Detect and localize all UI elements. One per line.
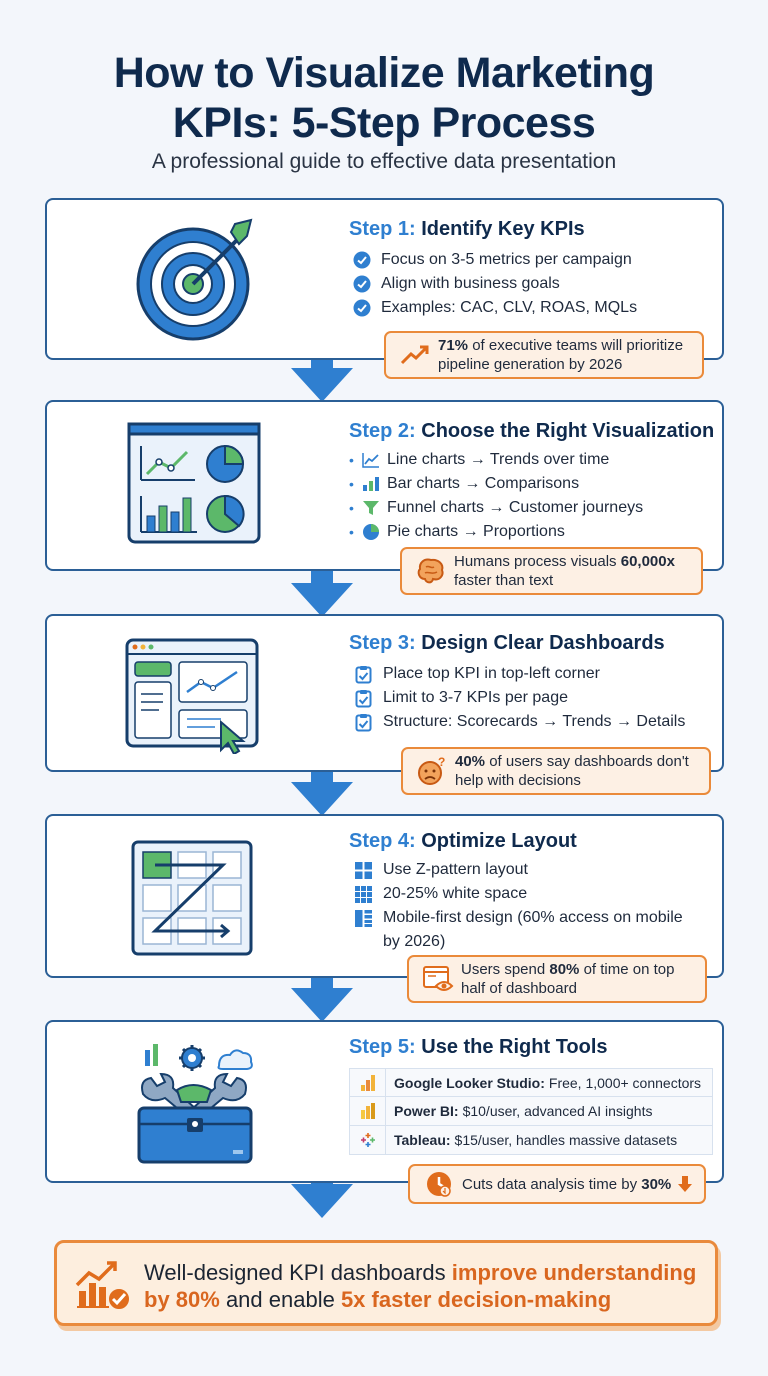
tool-row-power-bi: Power BI:$10/user, advanced AI insights bbox=[349, 1097, 713, 1126]
clipboard-check-icon bbox=[355, 689, 372, 707]
page-title: How to Visualize Marketing KPIs: 5-Step … bbox=[0, 48, 768, 148]
step-2-callout: Humans process visuals 60,000x faster th… bbox=[400, 547, 703, 595]
svg-text:?: ? bbox=[438, 756, 445, 769]
summary-banner: Well-designed KPI dashboards improve und… bbox=[54, 1240, 718, 1326]
clipboard-check-icon bbox=[355, 713, 372, 731]
summary-text: Well-designed KPI dashboards improve und… bbox=[144, 1260, 697, 1312]
check-circle-icon bbox=[353, 299, 371, 317]
check-circle-icon bbox=[353, 275, 371, 293]
step-3-list: Place top KPI in top-left corner Limit t… bbox=[355, 662, 685, 734]
z-pattern-grid-icon bbox=[131, 840, 253, 956]
power-bi-icon bbox=[360, 1103, 375, 1119]
list-item: Place top KPI in top-left corner bbox=[355, 662, 685, 686]
trend-up-icon bbox=[400, 345, 429, 365]
step-3-title: Step 3: Design Clear Dashboards bbox=[349, 632, 665, 654]
line-chart-icon bbox=[362, 453, 379, 468]
list-item: •Bar charts → Comparisons bbox=[349, 475, 580, 492]
target-arrow-icon bbox=[136, 218, 253, 341]
looker-icon bbox=[360, 1074, 375, 1091]
step-2-title: Step 2: Choose the Right Visualization bbox=[349, 420, 715, 442]
list-item: Examples: CAC, CLV, ROAS, MQLs bbox=[353, 296, 637, 320]
step-4-callout: Users spend 80% of time on top half of d… bbox=[407, 955, 707, 1003]
step-4-title: Step 4: Optimize Layout bbox=[349, 830, 577, 852]
clock-icon bbox=[427, 1172, 451, 1197]
list-item: Mobile-first design (60% access on mobil… bbox=[355, 906, 695, 954]
step-5-callout: Cuts data analysis time by 30% bbox=[408, 1164, 706, 1204]
step-4-list: Use Z-pattern layout 20-25% white space … bbox=[355, 858, 695, 954]
list-item: 20-25% white space bbox=[355, 882, 695, 906]
tools-table: Google Looker Studio:Free, 1,000+ connec… bbox=[349, 1068, 713, 1155]
page-subtitle: A professional guide to effective data p… bbox=[151, 150, 617, 173]
step-5-card: Step 5: Use the Right Tools Google Looke… bbox=[45, 1020, 724, 1183]
clipboard-check-icon bbox=[355, 665, 372, 683]
step-2-card: Step 2: Choose the Right Visualization •… bbox=[45, 400, 724, 571]
chart-dashboard-icon bbox=[127, 422, 261, 544]
step-1-list: Focus on 3-5 metrics per campaign Align … bbox=[353, 248, 637, 320]
list-item: •Pie charts → Proportions bbox=[349, 523, 565, 540]
step-3-card: Step 3: Design Clear Dashboards Place to… bbox=[45, 614, 724, 772]
list-item: Focus on 3-5 metrics per campaign bbox=[353, 248, 637, 272]
title-line-1: How to Visualize Marketing bbox=[113, 49, 655, 97]
check-circle-icon bbox=[353, 251, 371, 269]
growth-chart-check-icon bbox=[75, 1261, 131, 1311]
list-item: Align with business goals bbox=[353, 272, 637, 296]
list-item: •Line charts → Trends over time bbox=[349, 451, 610, 468]
grid-icon bbox=[355, 861, 372, 879]
toolbox-icon bbox=[137, 1044, 253, 1164]
brain-icon bbox=[417, 558, 444, 584]
funnel-icon bbox=[362, 501, 379, 515]
list-item: •Funnel charts → Customer journeys bbox=[349, 499, 644, 516]
eye-window-icon bbox=[423, 966, 454, 991]
tableau-icon bbox=[360, 1133, 375, 1147]
title-line-2: KPIs: 5-Step Process bbox=[172, 99, 596, 147]
step-4-card: Step 4: Optimize Layout Use Z-pattern la… bbox=[45, 814, 724, 978]
list-item: Use Z-pattern layout bbox=[355, 858, 695, 882]
list-item: Limit to 3-7 KPIs per page bbox=[355, 686, 685, 710]
confused-face-icon: ? bbox=[418, 756, 445, 785]
tool-row-looker: Google Looker Studio:Free, 1,000+ connec… bbox=[349, 1068, 713, 1097]
pie-chart-icon bbox=[362, 524, 379, 540]
tool-row-tableau: Tableau:$15/user, handles massive datase… bbox=[349, 1126, 713, 1155]
step-1-title: Step 1: Identify Key KPIs bbox=[349, 218, 585, 240]
step-2-list: •Line charts → Trends over time •Bar cha… bbox=[349, 448, 643, 544]
dashboard-window-icon bbox=[125, 638, 259, 754]
grid-icon bbox=[355, 885, 372, 903]
arrow-down-icon bbox=[678, 1176, 693, 1192]
grid-icon bbox=[355, 909, 372, 927]
step-5-title: Step 5: Use the Right Tools bbox=[349, 1036, 608, 1058]
step-3-callout: ? 40% of users say dashboards don't help… bbox=[401, 747, 711, 795]
list-item: Structure: Scorecards → Trends → Details bbox=[355, 710, 685, 734]
bar-chart-icon bbox=[362, 477, 379, 491]
step-1-callout: 71% of executive teams will prioritize p… bbox=[384, 331, 704, 379]
